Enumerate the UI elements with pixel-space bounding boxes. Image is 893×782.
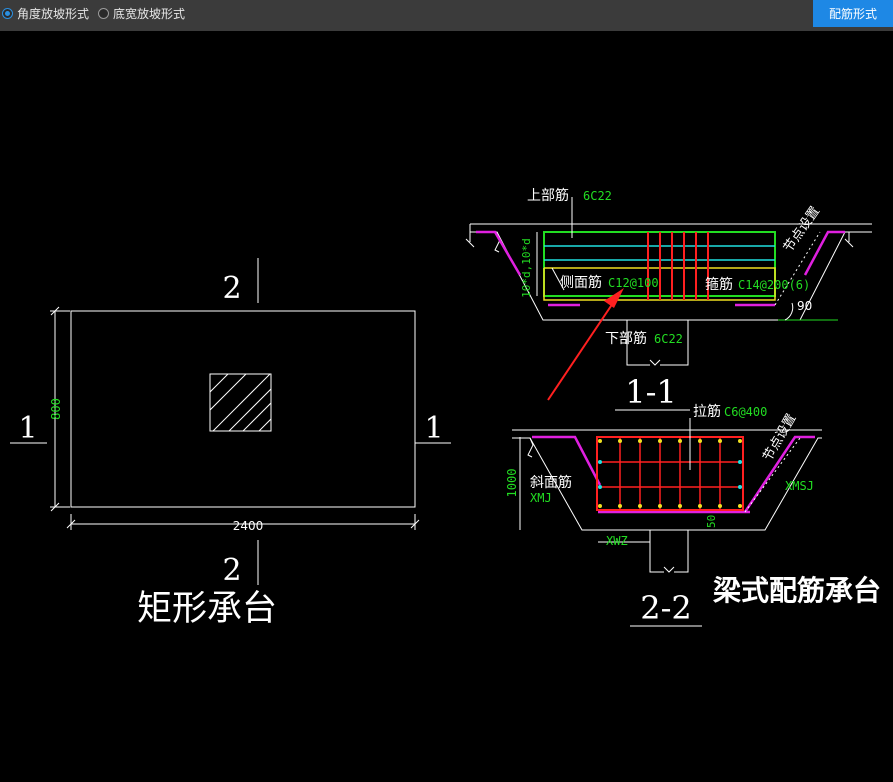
column-hatch [209, 373, 272, 432]
cad-drawing-canvas: 800 2400 2 2 1 1 矩形承台 [10, 187, 881, 629]
stirrup-label: 箍筋 [705, 276, 733, 293]
rebar-form-button[interactable]: 配筋形式 [813, 0, 893, 27]
radio-bottom-width-slope[interactable]: 底宽放坡形式 [98, 4, 185, 22]
top-rebar-value: 6C22 [583, 189, 612, 203]
xmj-label: XMJ [530, 491, 552, 505]
rect-cap-title: 矩形承台 [137, 589, 277, 629]
dim-horizontal [66, 514, 420, 530]
slope-rebar-label-2: 斜面筋 [530, 474, 572, 491]
cap-outline [70, 310, 416, 508]
dim-50: 50 [705, 515, 718, 528]
tie-label: 拉筋 [693, 403, 721, 420]
slope-rebar-right [803, 230, 845, 276]
section-1-1-title: 1-1 [625, 373, 677, 411]
height-dim-2: 1000 [505, 469, 519, 498]
angle-90: 90 [797, 299, 812, 313]
radio-checked-icon [2, 7, 13, 19]
bottom-rebar-value: 6C22 [654, 332, 683, 346]
section-mark-1-right: 1 [424, 411, 443, 446]
node-setting-1[interactable]: 节点设置 [781, 204, 823, 255]
section-1-1: 90 10*d,10*d 上部筋 6C22 侧面筋 C12@100 箍筋 C14… [465, 187, 872, 411]
slope-rebar-right-2 [743, 435, 815, 513]
slope-rebar-left-2 [532, 435, 602, 486]
beam-cap-title: 梁式配筋承台 [712, 574, 881, 607]
radio-angle-slope-label: 角度放坡形式 [17, 6, 90, 21]
toolbar: 角度放坡形式 底宽放坡形式 配筋形式 [0, 0, 893, 31]
section-mark-1-left: 1 [18, 411, 37, 446]
slope-rebar-left [476, 230, 522, 276]
tie-value: C6@400 [724, 405, 767, 419]
dim-width-text: 2400 [233, 519, 264, 533]
stirrups-red [647, 232, 709, 300]
side-rebar-value: C12@100 [608, 276, 659, 290]
dim-vertical [50, 306, 70, 512]
section-2-2-title: 2-2 [640, 589, 692, 627]
pit-outline-2 [512, 437, 822, 531]
rect-cap-plan: 800 2400 2 2 1 1 矩形承台 [10, 258, 451, 629]
dim-height-text: 800 [49, 398, 63, 420]
radio-angle-slope[interactable]: 角度放坡形式 [2, 4, 89, 22]
anchor-length: 10*d,10*d [520, 238, 533, 298]
xmsj-label: XMSJ [785, 479, 814, 493]
bottom-rebar-label: 下部筋 [605, 330, 647, 347]
bottom-rebar-yellow [543, 267, 776, 301]
radio-unchecked-icon [98, 7, 109, 19]
beam-section-red [596, 436, 744, 511]
side-rebar-label: 侧面筋 [560, 274, 602, 291]
section-mark-2-bottom: 2 [222, 553, 241, 588]
radio-bottom-width-slope-label: 底宽放坡形式 [113, 6, 186, 21]
section-mark-2-top: 2 [222, 271, 241, 306]
xwz-label: XWZ [606, 534, 628, 548]
top-rebar-label: 上部筋 [527, 187, 569, 204]
stirrup-value: C14@200(6) [738, 278, 810, 292]
red-arrow [547, 288, 624, 401]
